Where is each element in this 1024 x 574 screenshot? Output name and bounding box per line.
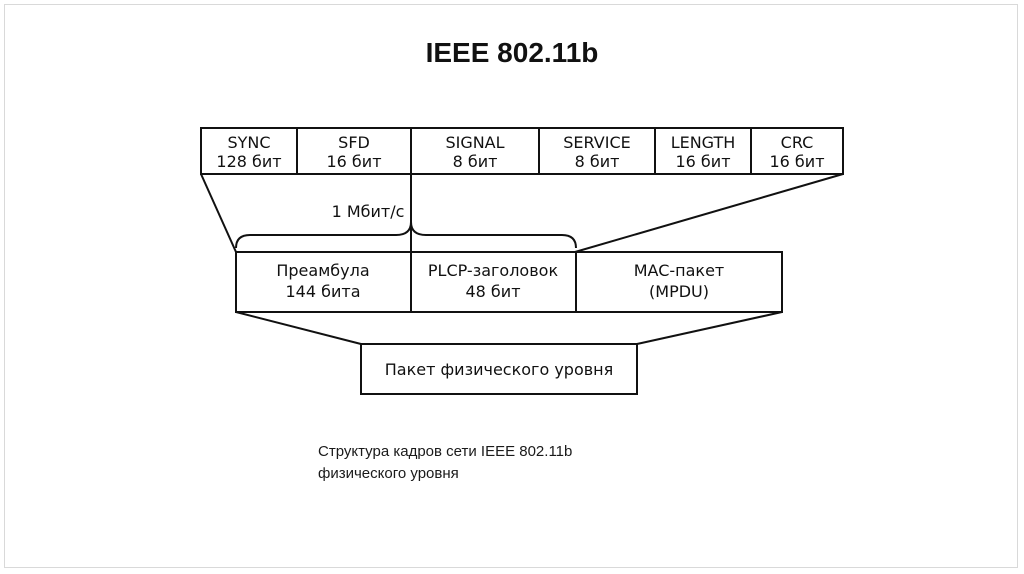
figure-caption: Структура кадров сети IEEE 802.11b физич…	[318, 441, 572, 485]
field-name-sync: SYNC	[227, 133, 270, 152]
bottom-line-left	[235, 311, 362, 345]
field-size-length: 16 бит	[675, 152, 730, 171]
expansion-line-left	[200, 173, 237, 253]
field-name-crc: CRC	[781, 133, 814, 152]
field-name-service: SERVICE	[563, 133, 630, 152]
slide-frame	[4, 4, 1018, 568]
slide-title: IEEE 802.11b	[425, 37, 599, 68]
bottom-line-right	[636, 311, 783, 345]
rate-label: 1 Мбит/с	[332, 202, 405, 221]
caption-line-2: физического уровня	[318, 465, 459, 482]
physical-packet-box	[360, 343, 638, 395]
plcp-header-label: PLCP-заголовок	[428, 261, 559, 280]
top-row-box	[200, 127, 844, 175]
preamble-size: 144 бита	[285, 282, 360, 301]
physical-packet-label: Пакет физического уровня	[385, 360, 614, 379]
mac-packet-label: MAC-пакет	[634, 261, 725, 280]
expansion-line-right	[574, 173, 844, 253]
caption-line-1: Структура кадров сети IEEE 802.11b	[318, 443, 573, 460]
field-name-signal: SIGNAL	[445, 133, 504, 152]
preamble-label: Преамбула	[276, 261, 369, 280]
field-name-length: LENGTH	[671, 133, 736, 152]
middle-row-box	[235, 251, 783, 313]
field-size-sfd: 16 бит	[326, 152, 381, 171]
field-name-sfd: SFD	[338, 133, 370, 152]
field-size-crc: 16 бит	[769, 152, 824, 171]
mac-packet-mpdu: (MPDU)	[649, 282, 709, 301]
plcp-header-size: 48 бит	[465, 282, 520, 301]
field-size-sync: 128 бит	[216, 152, 281, 171]
field-size-service: 8 бит	[575, 152, 620, 171]
field-size-signal: 8 бит	[453, 152, 498, 171]
rate-brace	[235, 221, 577, 249]
